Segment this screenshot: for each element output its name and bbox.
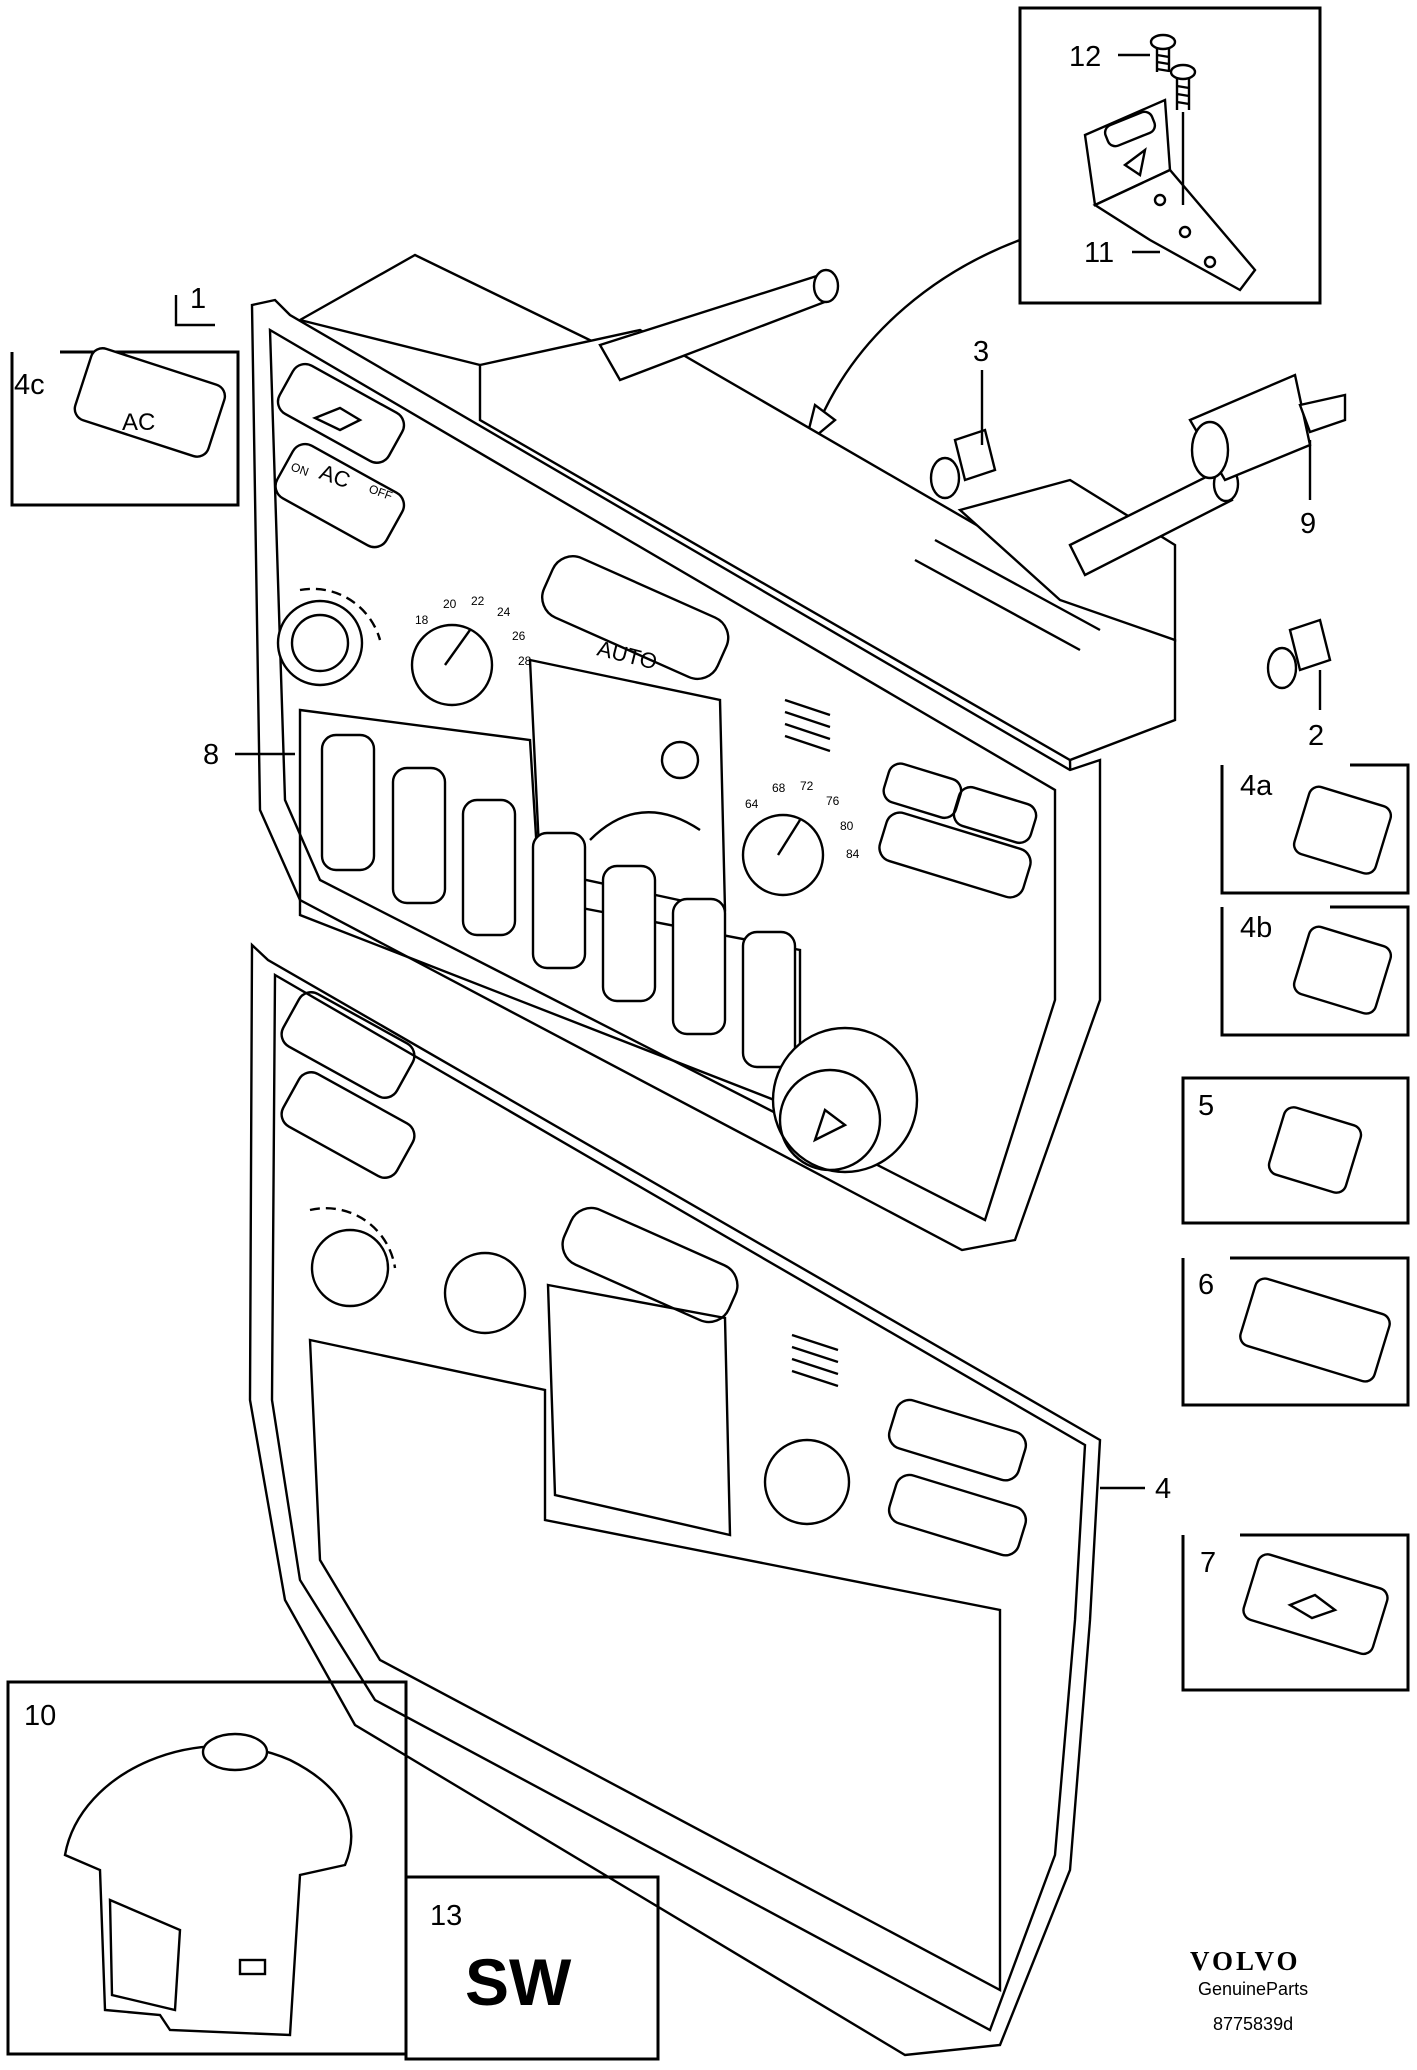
temp-scale-right: 64 68 72 76 80 84: [745, 779, 860, 861]
genuine-parts-label: GenuineParts: [1198, 1979, 1308, 1999]
inset-6: 6: [1181, 1256, 1410, 1407]
ac-on-label: ON: [289, 460, 311, 479]
svg-text:84: 84: [846, 847, 860, 861]
brand-block: VOLVO GenuineParts 8775839d: [1190, 1946, 1308, 2034]
inset-4a: 4a: [1220, 763, 1410, 895]
callouts: 1 3 9 2 8 4 12 11: [174, 41, 1324, 1505]
callout-11: 11: [1084, 237, 1114, 269]
callout-12: 12: [1069, 41, 1101, 73]
seat-heating-buttons: [320, 733, 797, 1069]
inset-13: 13 SW: [404, 1875, 660, 2061]
inset-5: 5: [1181, 1076, 1410, 1225]
svg-text:28: 28: [518, 654, 532, 668]
temp-scale-left: 18 20 22 24 26 28: [415, 594, 532, 668]
assembly-arrow: [818, 238, 1021, 421]
svg-text:26: 26: [512, 629, 526, 643]
front-bezel: [248, 942, 1102, 2057]
callout-3: 3: [973, 336, 989, 368]
callout-1: 1: [190, 283, 206, 315]
callout-6: 6: [1198, 1269, 1214, 1301]
callout-4a: 4a: [1240, 770, 1273, 802]
svg-text:72: 72: [800, 779, 814, 793]
callout-10: 10: [24, 1700, 56, 1732]
climate-control-unit: [250, 253, 1240, 1252]
connector-9: [1188, 373, 1347, 482]
inset-10: 10: [6, 1680, 408, 2056]
callout-4b: 4b: [1240, 912, 1272, 944]
inset-bracket-box: [1018, 6, 1322, 305]
ac-label: AC: [122, 409, 155, 436]
svg-text:80: 80: [840, 819, 854, 833]
callout-2: 2: [1308, 720, 1324, 752]
inset-7: 7: [1181, 1533, 1410, 1692]
volvo-logo: VOLVO: [1190, 1946, 1300, 1976]
callout-8: 8: [203, 739, 219, 771]
svg-text:64: 64: [745, 797, 759, 811]
callout-4: 4: [1155, 1473, 1171, 1505]
bulb-2: [1266, 618, 1332, 690]
inset-4c: 4c AC: [10, 347, 240, 507]
svg-text:22: 22: [471, 594, 485, 608]
inset-4b: 4b: [1220, 905, 1410, 1037]
bulb-3: [929, 428, 997, 500]
svg-text:20: 20: [443, 597, 457, 611]
callout-13: 13: [430, 1900, 462, 1932]
svg-text:24: 24: [497, 605, 511, 619]
callout-5: 5: [1198, 1090, 1214, 1122]
svg-text:76: 76: [826, 794, 840, 808]
sw-label: SW: [465, 1945, 572, 2019]
svg-text:18: 18: [415, 613, 429, 627]
callout-4c: 4c: [14, 369, 45, 401]
callout-9: 9: [1300, 508, 1316, 540]
drawing-number: 8775839d: [1213, 2014, 1293, 2034]
callout-7: 7: [1200, 1547, 1216, 1579]
svg-text:68: 68: [772, 781, 786, 795]
